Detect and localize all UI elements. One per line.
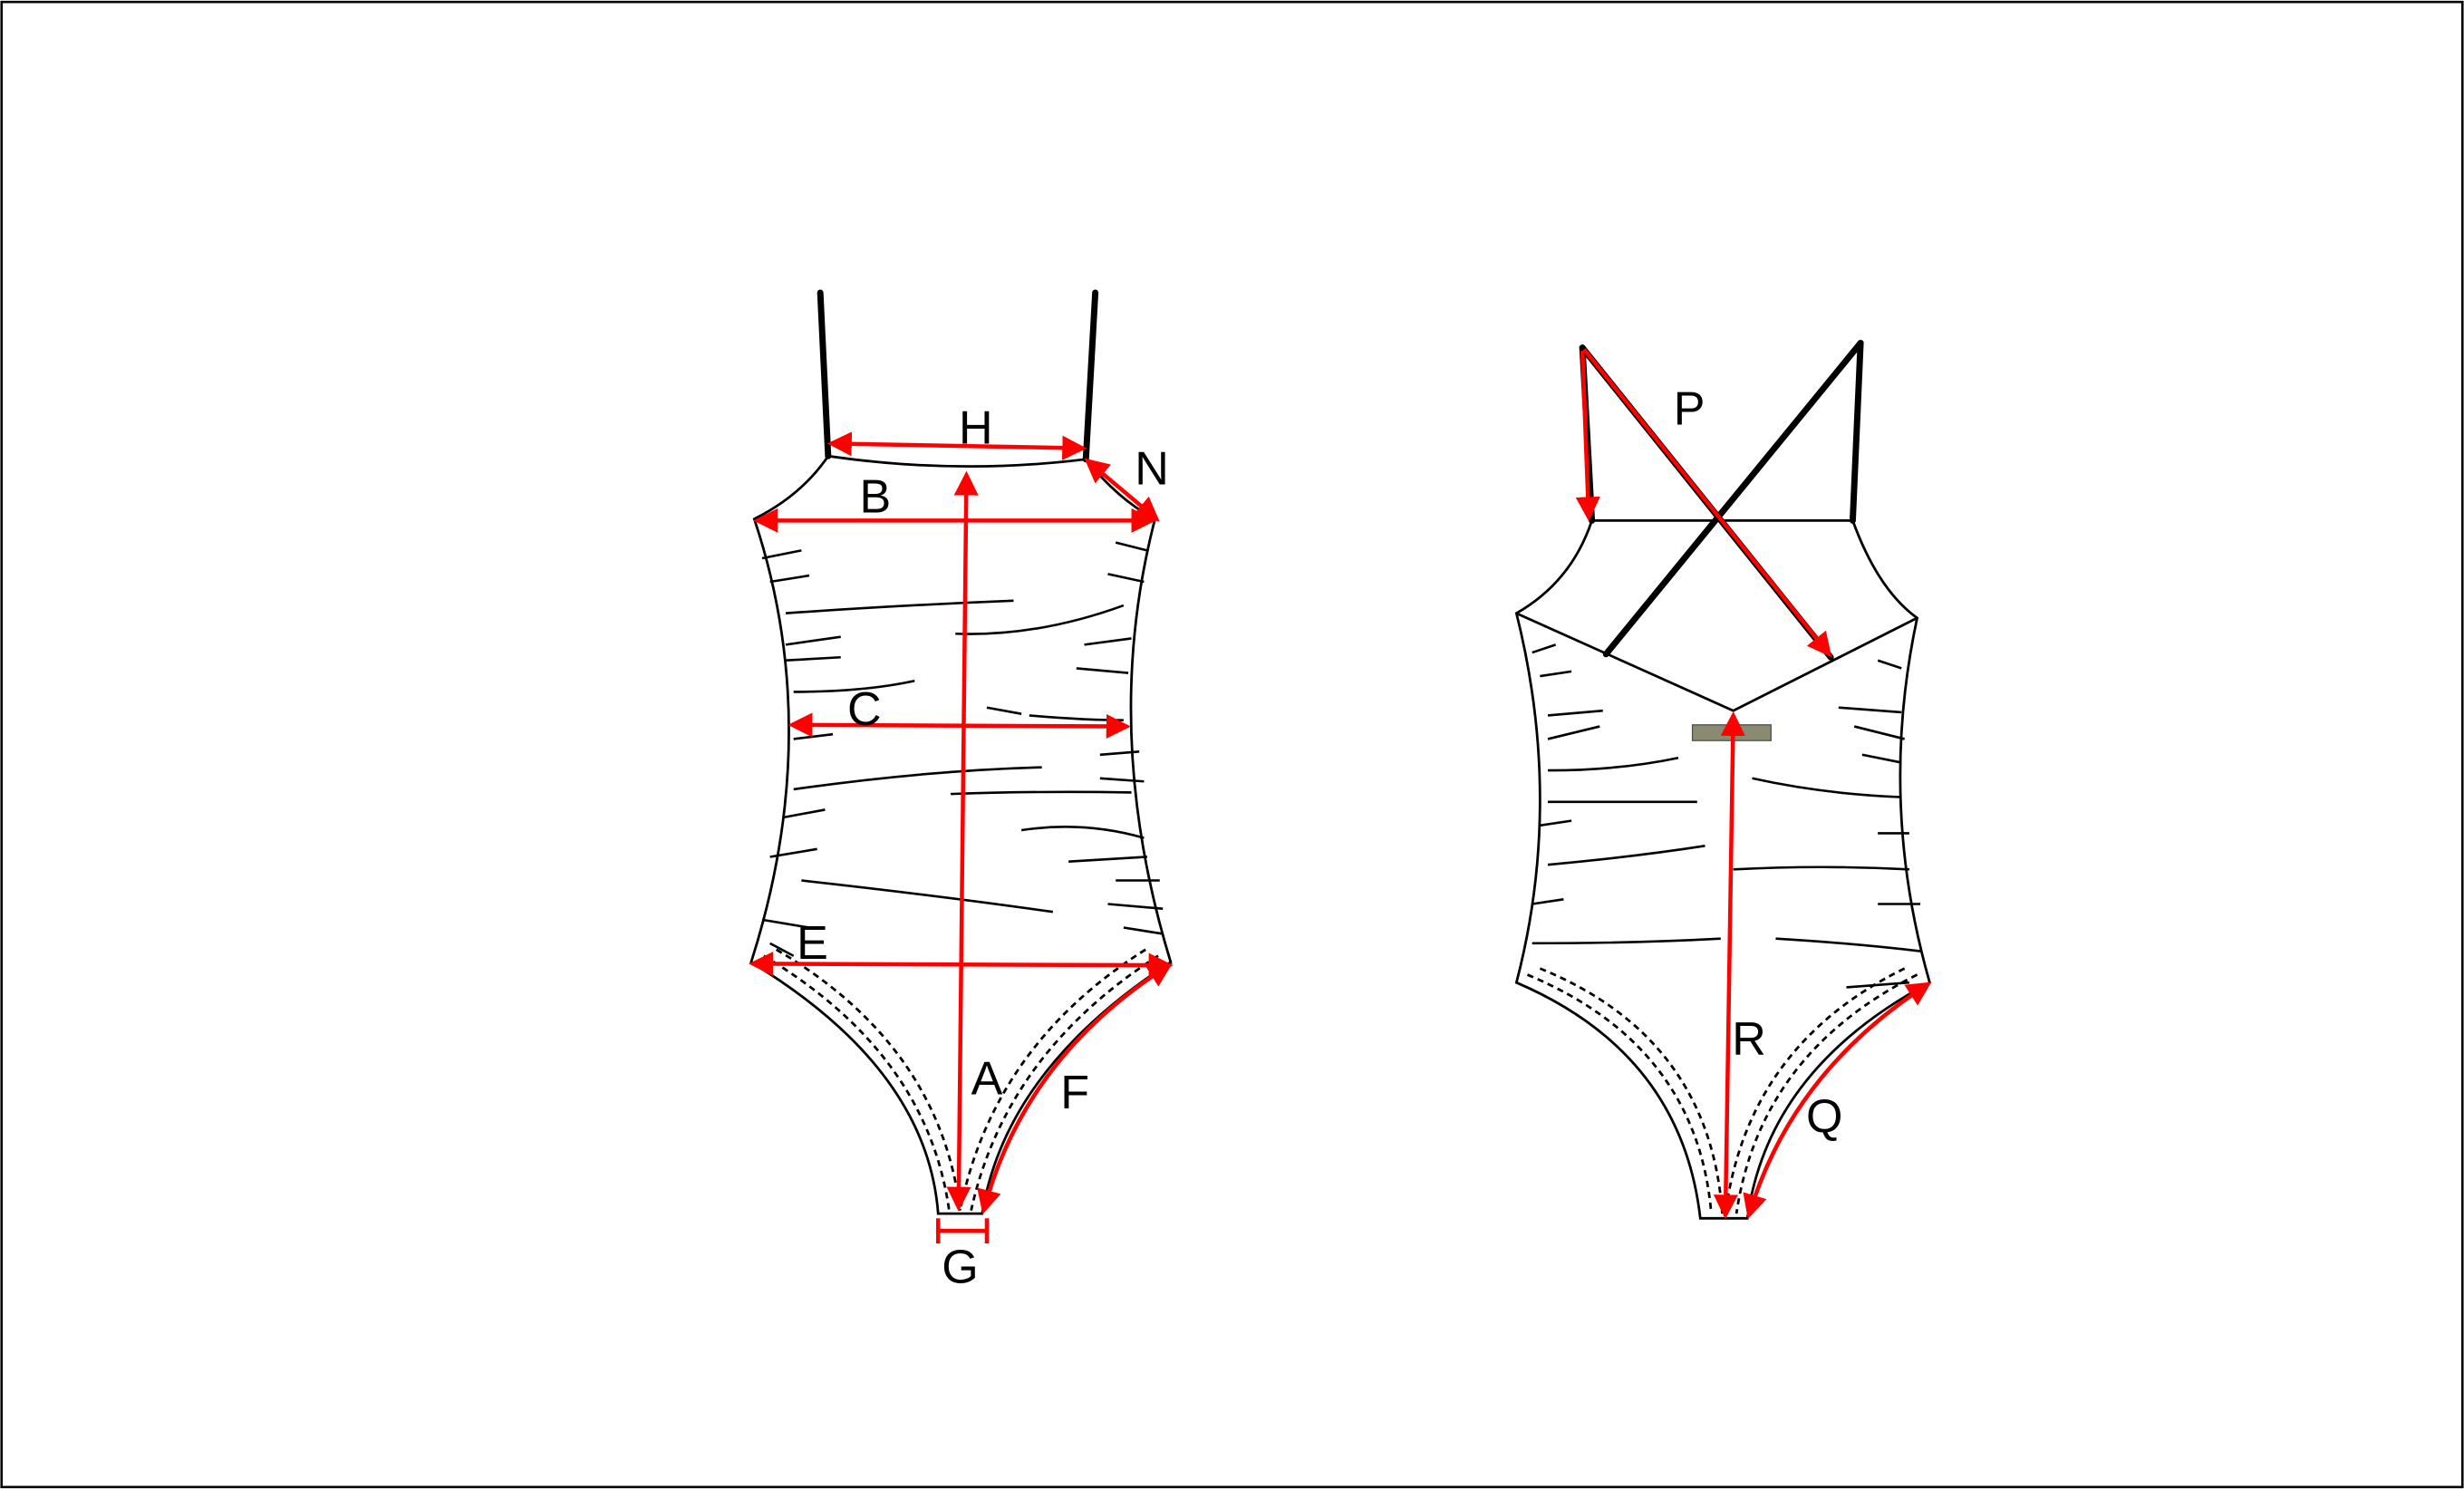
- left-strap: [817, 289, 832, 459]
- label-R: R: [1732, 1013, 1766, 1066]
- front-ruching: [761, 541, 1164, 957]
- measure-N-arrow: [1084, 458, 1160, 522]
- measure-H-arrow: [826, 431, 1087, 460]
- label-P: P: [1674, 383, 1705, 436]
- label-Q: Q: [1806, 1090, 1842, 1143]
- measure-A-arrow: [946, 470, 979, 1212]
- measure-G-bar: [935, 1218, 990, 1244]
- measure-Q-arrow: [1743, 981, 1932, 1220]
- back-right-strap-vertical: [1849, 339, 1864, 524]
- label-A: A: [971, 1052, 1003, 1105]
- measure-R-arrow: [1713, 711, 1745, 1220]
- label-E: E: [797, 917, 828, 970]
- back-v-neckline: [1515, 612, 1918, 712]
- back-right-strap-diagonal: [1602, 339, 1864, 658]
- measure-F-arrow: [977, 962, 1173, 1215]
- back-view: P R Q: [1514, 339, 1932, 1220]
- label-H: H: [959, 401, 993, 454]
- right-strap: [1082, 289, 1099, 463]
- label-C: C: [847, 683, 882, 736]
- label-F: F: [1060, 1067, 1089, 1119]
- measure-C-arrow: [788, 712, 1131, 739]
- label-N: N: [1135, 443, 1169, 496]
- measure-P-diagonal-arrow: [1582, 347, 1832, 658]
- measure-P-vertical-arrow: [1575, 351, 1600, 522]
- label-B: B: [860, 471, 892, 524]
- label-G: G: [942, 1241, 978, 1293]
- front-view: H B N C E A F G: [749, 289, 1174, 1293]
